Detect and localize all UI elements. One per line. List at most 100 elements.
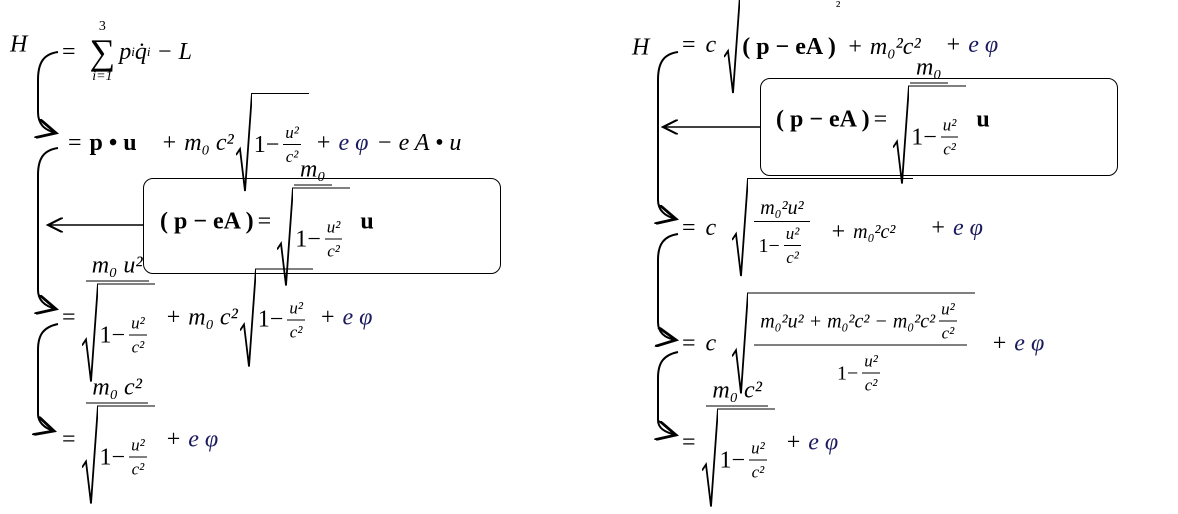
c-squared: c² — [786, 248, 799, 267]
potential-phi: φ — [1030, 330, 1045, 357]
bracket-arrow-left-1 — [38, 51, 58, 133]
c: c — [705, 31, 717, 58]
m0-c2: m₀ c² — [188, 304, 238, 331]
u-squared: u² — [940, 116, 959, 138]
squared: ² — [835, 0, 841, 15]
u-squared: u² — [129, 314, 147, 336]
p-minus-eA: ( p − eA ) — [160, 208, 254, 235]
bracket-arrow-left-3 — [38, 323, 59, 431]
one-minus: 1− — [295, 226, 321, 252]
u-squared: u² — [129, 436, 147, 458]
u-squared: u² — [324, 218, 343, 240]
one-minus: 1− — [253, 131, 280, 158]
u-squared: u² — [783, 224, 802, 246]
c: c — [705, 330, 717, 357]
u-squared: u² — [287, 298, 305, 320]
momentum-box-left — [143, 178, 501, 274]
c-squared: c² — [943, 139, 956, 159]
potential-phi: φ — [359, 304, 373, 331]
one-minus: 1− — [99, 444, 126, 470]
charge-e: e — [338, 129, 350, 156]
u-squared: u² — [283, 123, 301, 145]
sum-lower: i=1 — [92, 69, 113, 84]
sum-upper: 3 — [98, 19, 106, 34]
sub-i: i — [146, 44, 151, 59]
bracket-arrow-right-3 — [658, 351, 678, 435]
plus: + — [166, 304, 181, 331]
plus: + — [831, 219, 846, 245]
charge-e: e — [188, 426, 199, 453]
c: c — [705, 214, 717, 241]
plus: + — [931, 214, 945, 241]
plus: + — [992, 330, 1007, 357]
bracket-arrow-right-1 — [658, 51, 678, 219]
charge-e: e — [952, 214, 964, 241]
p-minus-eA: ( p − eA ) — [776, 106, 870, 133]
right-eq-2: = c m₀²u² 1−u² c² + m₀²c² + e φ — [682, 178, 983, 278]
one-minus: 1− — [257, 306, 284, 333]
p-minus-eA: ( p − eA ) — [742, 33, 836, 60]
c-squared: c² — [289, 322, 303, 341]
right-eq-1: = c ( p − eA ) ² + m₀²c² + e φ — [682, 0, 998, 95]
bracket-arrow-left-2 — [38, 147, 58, 309]
one-minus: 1− — [719, 447, 746, 473]
equals: = — [62, 38, 76, 65]
c-squared: c² — [131, 337, 145, 357]
p-dot-u: p • u — [89, 129, 137, 156]
charge-e: e — [808, 429, 819, 456]
plus: + — [946, 31, 961, 58]
u-squared: u² — [862, 352, 880, 374]
qdot-term: q̇ — [134, 38, 147, 65]
sum-sign: ∑ — [89, 32, 116, 72]
charge-e: e — [968, 31, 979, 58]
velocity-u: u — [360, 208, 374, 235]
one-minus: 1− — [758, 234, 780, 257]
m0-c2: m₀ c² — [706, 378, 768, 407]
velocity-u: u — [976, 106, 990, 133]
c-squared: c² — [864, 375, 878, 395]
m0sq-csq: m₀²c² — [869, 33, 921, 60]
potential-phi: φ — [984, 31, 999, 58]
u-squared: u² — [939, 300, 957, 322]
c-squared: c² — [327, 241, 340, 261]
equals: = — [682, 31, 696, 58]
u-squared: u² — [749, 439, 767, 461]
potential-phi: φ — [204, 426, 219, 453]
equals: = — [682, 214, 696, 241]
m0: m₀ — [909, 55, 948, 84]
potential-phi: φ — [824, 429, 839, 456]
m0: m₀ — [293, 157, 332, 186]
left-H: H — [10, 31, 28, 58]
sub-i: i — [131, 44, 135, 59]
m0sq-csq: m₀²c² — [853, 221, 896, 243]
bracket-arrow-right-2 — [658, 233, 678, 340]
charge-e: e — [342, 304, 354, 331]
c-squared: c² — [941, 323, 955, 343]
equals: = — [62, 426, 76, 453]
c-squared: c² — [131, 459, 145, 479]
plus: + — [320, 304, 335, 331]
plus: + — [786, 429, 801, 456]
c-squared: c² — [751, 462, 765, 482]
charge-e: e — [1014, 330, 1025, 357]
equals: = — [682, 330, 696, 357]
one-minus: 1− — [837, 362, 859, 384]
m0sq-usq: m₀²u² — [754, 197, 810, 222]
potential-phi: φ — [969, 214, 983, 241]
numerator-terms: m₀²u² + m₀²c² − m₀²c² — [760, 310, 936, 332]
equals: = — [62, 304, 76, 331]
minus-eA-dot-u: − e A • u — [376, 129, 462, 156]
plus: + — [848, 33, 862, 60]
m0-c2: m₀ c² — [184, 129, 234, 156]
